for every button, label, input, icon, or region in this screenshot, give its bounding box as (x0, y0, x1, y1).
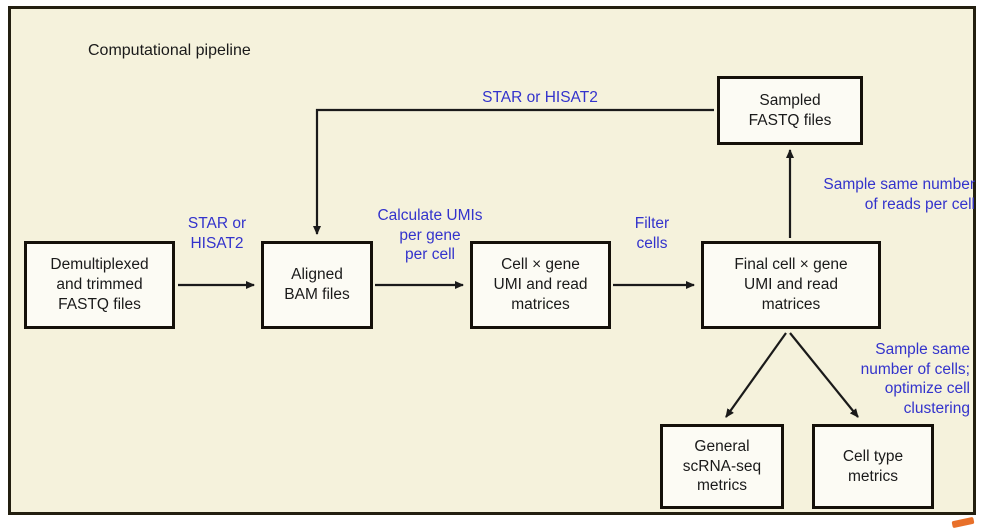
node-aligned-bam-files: Aligned BAM files (261, 241, 373, 329)
edge-label-star-or-hisat2-main: STAR or HISAT2 (187, 215, 247, 252)
panel-title: Computational pipeline (88, 42, 251, 59)
edge-label-filter-cells: Filter cells (634, 215, 670, 252)
node-cell-type-metrics: Cell type metrics (812, 424, 934, 509)
node-demultiplexed-fastq: Demultiplexed and trimmed FASTQ files (24, 241, 175, 329)
edge-label-calculate-umis: Calculate UMIs per gene per cell (377, 207, 483, 264)
corner-orange-mark (951, 516, 975, 529)
edge-label-sample-cells-optimize-clustering: Sample same number of cells; optimize ce… (860, 341, 970, 417)
node-sampled-fastq-files: Sampled FASTQ files (717, 76, 863, 145)
node-cell-gene-matrices: Cell × gene UMI and read matrices (470, 241, 611, 329)
node-general-scrnaseq-metrics: General scRNA-seq metrics (660, 424, 784, 509)
edge-label-sample-reads-per-cell: Sample same number of reads per cell (823, 176, 975, 213)
edge-label-star-or-hisat2-top: STAR or HISAT2 (482, 89, 598, 106)
node-final-cell-gene-matrices: Final cell × gene UMI and read matrices (701, 241, 881, 329)
